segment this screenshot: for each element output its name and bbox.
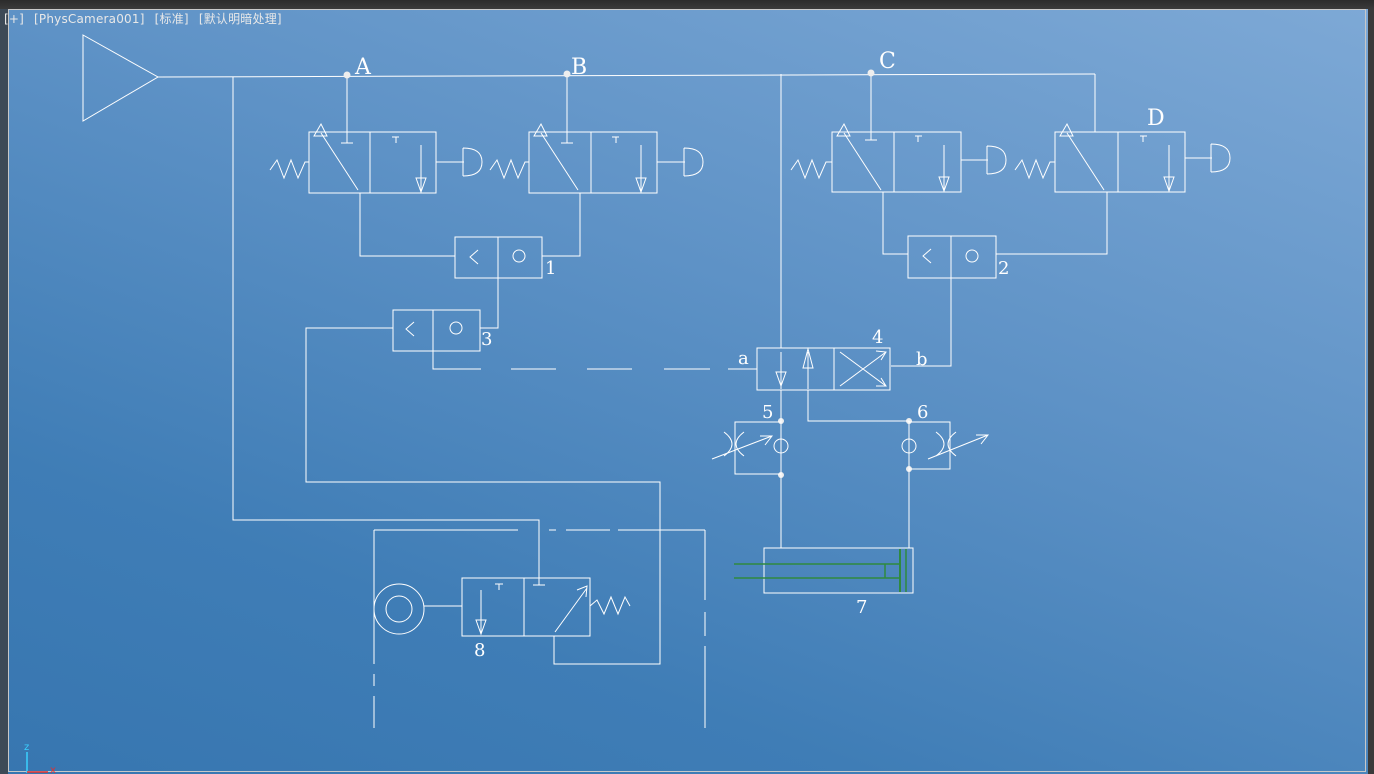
flow-control-valve-6 [807,390,990,548]
flow-control-valve-5 [711,390,789,548]
component-label-3: 3 [481,329,492,350]
viewport-top-border [0,0,1374,9]
pushbutton-valve-c [790,122,1007,193]
port-label-b: b [916,349,928,370]
pushbutton-valve-b [489,122,704,194]
junction-nodes [343,69,912,478]
component-label-5: 5 [762,402,773,423]
roller-valve-8-frame [373,529,706,728]
viewport-right-border [1368,9,1374,774]
junction-node-c [867,69,875,77]
component-label-1: 1 [545,258,556,279]
node-label-a: A [354,55,372,80]
junction-node-b [563,70,571,78]
pushbutton-valve-a [269,122,483,194]
air-source-symbol [82,34,160,122]
node-label-b: B [571,55,587,80]
viewport-label: [+] [PhysCamera001] [标准] [默认明暗处理] [4,10,288,27]
junction-node-a [343,71,351,79]
axis-label-z: z [24,742,29,753]
component-label-8: 8 [474,640,485,661]
pushbutton-valve-d [1014,122,1231,193]
directional-valve-4 [756,347,891,391]
shuttle-valve-2 [882,192,1108,367]
shuttle-valve-1 [359,193,581,329]
node-label-c: C [879,49,896,74]
viewport-shading-menu[interactable]: [默认明暗处理] [198,12,282,26]
port-label-a: a [738,348,749,369]
axis-label-x: x [50,765,56,774]
component-label-4: 4 [872,327,883,348]
pneumatic-cylinder-7 [734,547,914,594]
component-label-6: 6 [917,402,928,423]
component-label-2: 2 [998,258,1009,279]
roller-valve-8 [373,577,631,637]
component-label-7: 7 [856,597,867,618]
viewport-camera-menu[interactable]: [PhysCamera001] [34,12,145,26]
viewport-left-border [0,9,8,774]
shuttle-valve-3 [305,309,757,665]
node-label-d: D [1147,106,1165,131]
axis-gizmo: z x [24,742,56,774]
supply-lines [157,73,1096,579]
viewport-view-menu[interactable]: [标准] [154,12,189,26]
viewport-menu-plus[interactable]: [+] [4,12,25,26]
